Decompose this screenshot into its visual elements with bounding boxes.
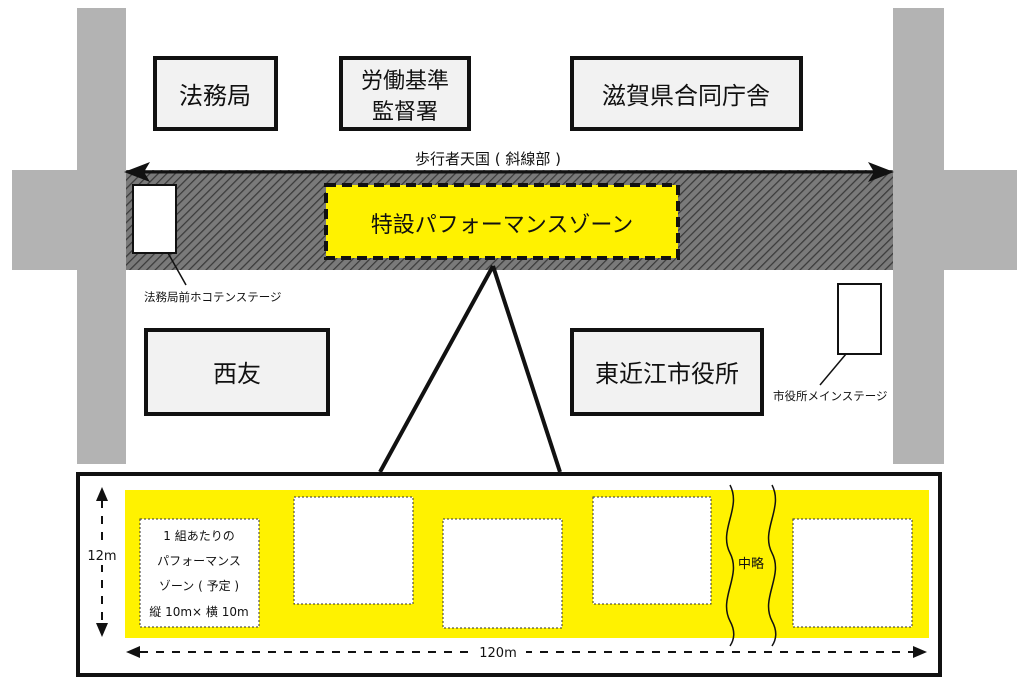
pedestrian-label: 歩行者天国 ( 斜線部 ) — [415, 150, 561, 168]
building-saiyu — [144, 328, 330, 416]
height-label-bg — [84, 545, 120, 565]
zone-text-3: ゾーン ( 予定 ) — [159, 578, 239, 593]
building-cityhall — [570, 328, 764, 416]
building-homukyoku-label: 法務局 — [179, 82, 251, 110]
right-road-horizontal — [893, 170, 1017, 270]
callout-line-right — [491, 265, 562, 473]
zone-text-4: 縦 10m× 横 10m — [149, 605, 248, 619]
omission-wave-left — [725, 484, 735, 647]
homukyoku-stage-label: 法務局前ホコテンステージ — [144, 290, 282, 304]
homukyoku-stage — [132, 184, 177, 254]
width-dimension-arrow — [126, 646, 927, 658]
building-rodo-label-2: 監督署 — [372, 100, 438, 125]
width-label-bg — [470, 643, 526, 661]
building-cityhall-label: 東近江市役所 — [595, 360, 739, 388]
building-homukyoku — [153, 56, 278, 131]
performance-zone-4 — [592, 496, 712, 605]
width-label: 120m — [479, 646, 516, 661]
callout-line-left — [378, 265, 495, 473]
omission-wave-right — [767, 484, 777, 647]
cityhall-stage-label: 市役所メインステージ — [773, 389, 888, 403]
zone-text-2: パフォーマンス — [157, 554, 241, 568]
cityhall-stage — [837, 283, 882, 355]
special-zone-label: 特設パフォーマンスゾーン — [371, 213, 633, 238]
building-shiga — [570, 56, 803, 131]
performance-zone-3 — [442, 518, 563, 629]
building-shiga-label: 滋賀県合同庁舎 — [602, 82, 770, 110]
building-rodo — [339, 56, 471, 131]
homukyoku-stage-leader — [167, 252, 187, 286]
pedestrian-arrow — [124, 162, 894, 182]
omitted-label: 中略 — [738, 556, 764, 572]
performance-zone-1 — [139, 518, 260, 628]
zone-text-1: 1 組あたりの — [163, 529, 234, 543]
special-zone — [324, 183, 680, 260]
building-saiyu-label: 西友 — [213, 360, 261, 388]
callout-wedge — [380, 266, 560, 472]
left-road-horizontal — [12, 170, 126, 270]
performance-zone-5 — [792, 518, 913, 628]
building-rodo-label-1: 労働基準 — [361, 69, 449, 94]
performance-zone-2 — [293, 496, 414, 605]
height-label: 12m — [87, 549, 116, 564]
cityhall-stage-leader — [819, 353, 847, 386]
